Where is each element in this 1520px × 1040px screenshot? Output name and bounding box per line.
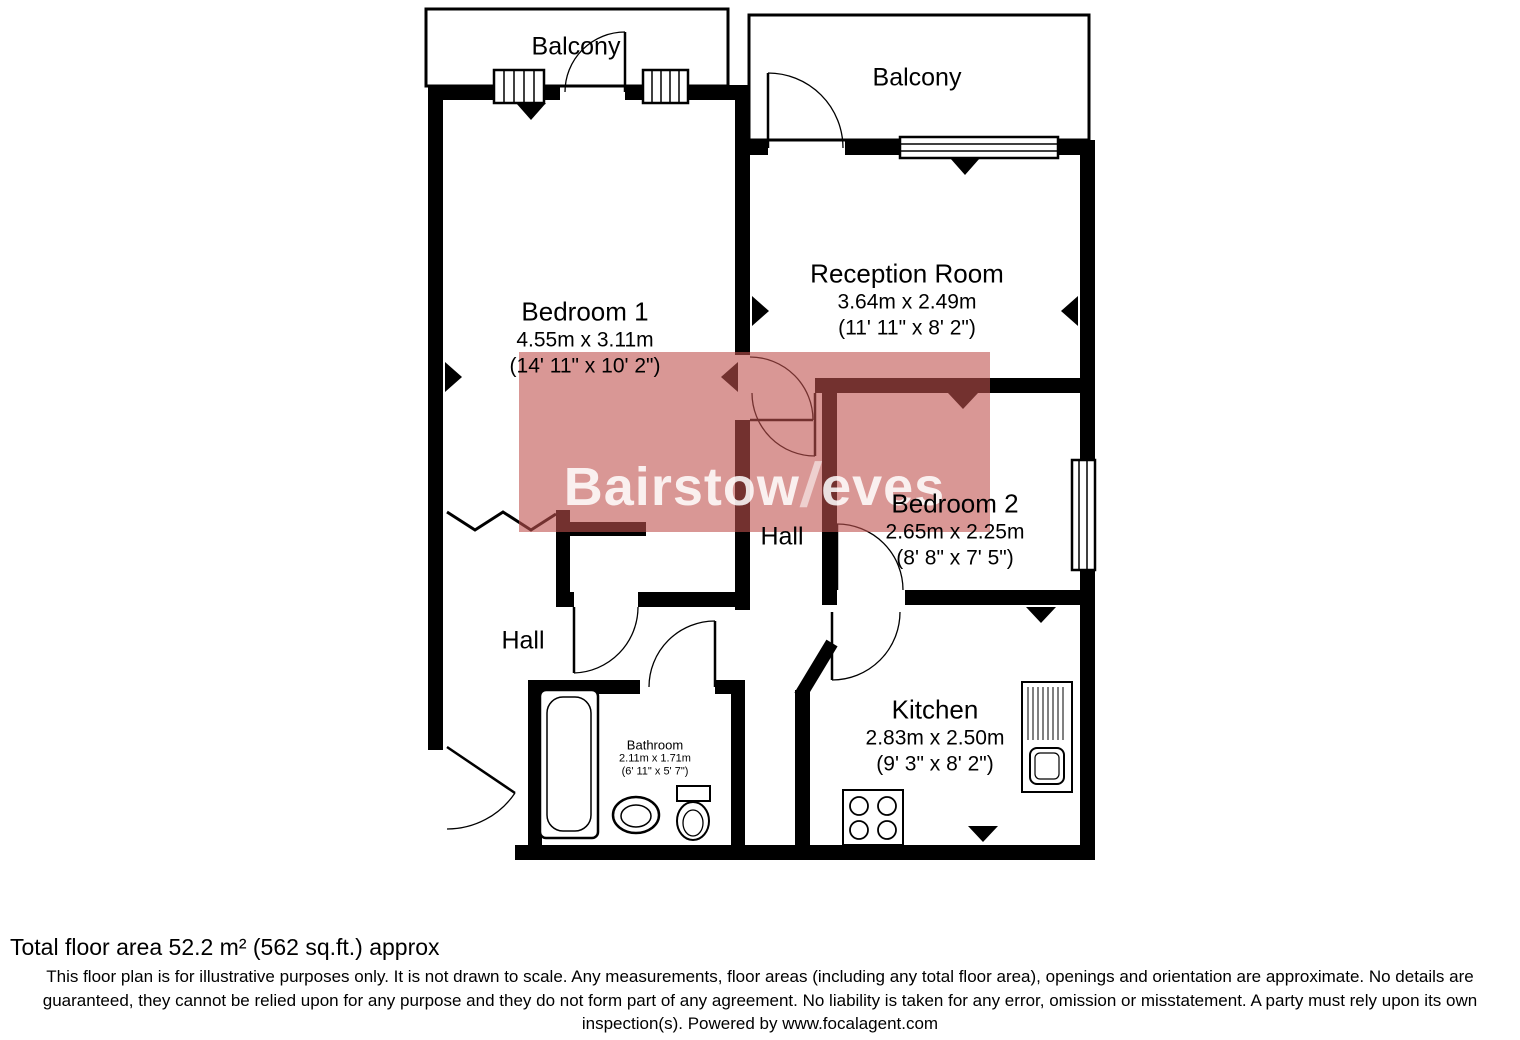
reception-window	[898, 135, 1060, 160]
bedroom1-window	[641, 68, 690, 105]
disclaimer: This floor plan is for illustrative purp…	[42, 967, 1478, 1033]
room-label-bedroom2: Bedroom 2 2.65m x 2.25m (8' 8" x 7' 5")	[886, 489, 1025, 572]
bedroom2-window	[1070, 458, 1097, 572]
room-label-balcony-left: Balcony	[531, 32, 621, 61]
hob-fixture	[842, 789, 904, 846]
bathroom-metric: 2.11m x 1.71m	[619, 752, 691, 765]
kitchen-sink-fixture	[1021, 681, 1073, 793]
reception-name: Reception Room	[810, 258, 1004, 289]
room-label-bathroom: Bathroom 2.11m x 1.71m (6' 11" x 5' 7")	[619, 738, 691, 779]
bathroom-sink-fixture	[611, 795, 661, 835]
room-label-hall-right: Hall	[760, 522, 804, 551]
room-label-hall-left: Hall	[501, 626, 545, 655]
kitchen-imperial: (9' 3" x 8' 2")	[876, 752, 994, 776]
kitchen-name: Kitchen	[891, 694, 979, 725]
kitchen-metric: 2.83m x 2.50m	[865, 726, 1005, 750]
bedroom2-metric: 2.65m x 2.25m	[885, 520, 1025, 544]
bathtub-fixture	[538, 688, 600, 840]
reception-metric: 3.64m x 2.49m	[837, 290, 977, 314]
room-label-bedroom1: Bedroom 1 4.55m x 3.11m (14' 11" x 10' 2…	[510, 297, 661, 380]
total-floor-area: Total floor area 52.2 m² (562 sq.ft.) ap…	[10, 934, 440, 960]
balcony-left-outline	[424, 7, 730, 88]
bedroom1-imperial: (14' 11" x 10' 2")	[509, 354, 661, 378]
bedroom1-window	[492, 68, 546, 105]
bedroom1-name: Bedroom 1	[521, 296, 649, 327]
watermark-slash: /	[797, 451, 824, 521]
reception-imperial: (11' 11" x 8' 2")	[838, 316, 976, 340]
watermark-brand-part2: eves	[821, 457, 946, 517]
toilet-fixture	[676, 785, 711, 841]
watermark: Bairstow / eves	[519, 352, 990, 532]
bathroom-imperial: (6' 11" x 5' 7")	[621, 765, 689, 778]
room-label-balcony-right: Balcony	[872, 63, 962, 92]
bedroom1-metric: 4.55m x 3.11m	[516, 328, 654, 352]
bedroom2-imperial: (8' 8" x 7' 5")	[896, 546, 1014, 570]
room-label-kitchen: Kitchen 2.83m x 2.50m (9' 3" x 8' 2")	[866, 695, 1005, 778]
room-label-reception: Reception Room 3.64m x 2.49m (11' 11" x …	[810, 259, 1004, 342]
angled-wall	[794, 639, 838, 700]
bathroom-name: Bathroom	[626, 737, 684, 753]
watermark-brand-part1: Bairstow	[563, 457, 800, 517]
bedroom2-name: Bedroom 2	[891, 488, 1019, 519]
windows	[492, 68, 1097, 572]
